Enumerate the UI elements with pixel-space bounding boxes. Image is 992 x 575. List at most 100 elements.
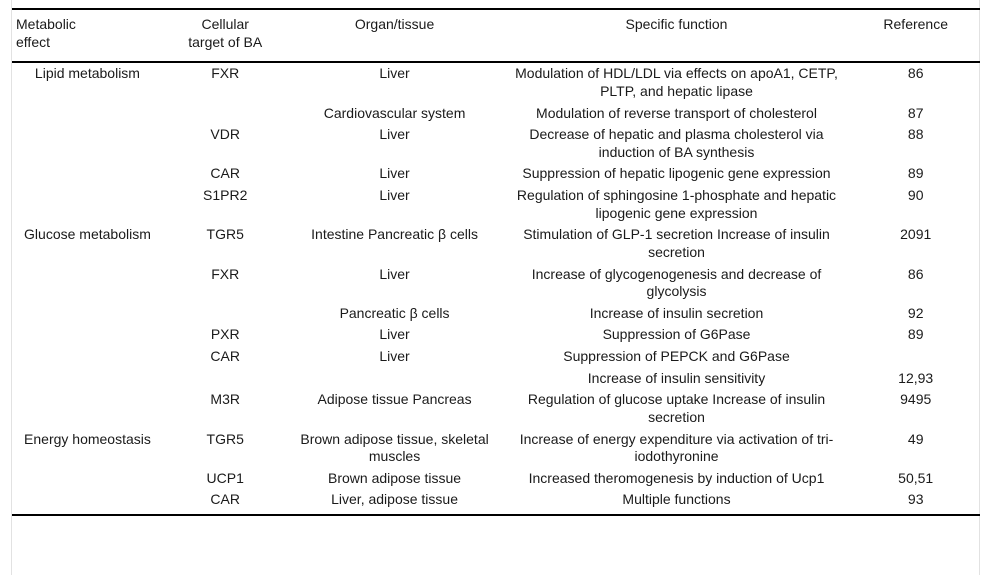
table-row: VDR Liver Decrease of hepatic and plasma c… — [12, 124, 980, 163]
cell-cellular-target — [163, 303, 288, 325]
column-header-reference: Reference — [851, 7, 980, 64]
cell-organ-tissue: Brown adipose tissue — [328, 469, 462, 486]
cell-specific-function: Stimulation of GLP-1 secretion Increase … — [523, 226, 830, 260]
cell-reference: 12,93 — [898, 369, 934, 386]
cell-specific-function: Increase of insulin secretion — [589, 304, 764, 321]
cell-specific-function: Suppression of PEPCK and G6Pase — [563, 348, 790, 364]
cell-specific-function: Regulation of glucose uptake Increase of… — [527, 391, 826, 425]
table-row: CAR Liver Suppression of PEPCK and G6Pase — [12, 346, 980, 368]
table-row: Increase of insulin sensitivity 12,93 — [12, 368, 980, 390]
cell-cellular-target: VDR — [210, 126, 240, 143]
cell-metabolic-effect — [12, 468, 163, 490]
column-header-cellular-target: Cellular target of BA — [162, 7, 288, 64]
cell-cellular-target — [163, 103, 288, 125]
cell-specific-function: Modulation of reverse transport of chole… — [536, 104, 817, 121]
cell-cellular-target: TGR5 — [206, 430, 244, 447]
cell-cellular-target: PXR — [210, 326, 240, 343]
cell-metabolic-effect — [12, 346, 163, 368]
cell-metabolic-effect — [12, 303, 163, 325]
cell-metabolic-effect — [12, 124, 163, 163]
cell-specific-function: Modulation of HDL/LDL via effects on apo… — [515, 65, 838, 99]
cell-metabolic-effect — [12, 368, 163, 390]
cell-specific-function: Increase of insulin sensitivity — [587, 369, 766, 386]
cell-organ-tissue — [288, 368, 502, 390]
cell-reference: 92 — [907, 304, 924, 321]
cell-reference: 87 — [907, 104, 924, 121]
column-header-organ-tissue: Organ/tissue — [287, 7, 502, 64]
cell-cellular-target: UCP1 — [206, 469, 244, 486]
cell-reference — [851, 346, 980, 368]
cell-cellular-target: S1PR2 — [203, 187, 248, 203]
cell-metabolic-effect: Glucose metabolism — [24, 226, 151, 243]
cell-cellular-target: FXR — [211, 65, 240, 82]
cell-organ-tissue: Liver, adipose tissue — [287, 489, 502, 516]
table-row: Lipid metabolism FXR Liver Modulation of HD… — [12, 62, 980, 102]
cell-specific-function: Multiple functions — [501, 489, 852, 516]
table-row: Pancreatic β cells Increase of insulin se… — [12, 303, 980, 325]
column-header-cellular-target-line2: target of BA — [188, 33, 263, 50]
table-row: Glucose metabolism TGR5 Intestine Pancreat… — [12, 224, 980, 263]
cell-specific-function: Suppression of G6Pase — [602, 326, 751, 343]
cell-organ-tissue: Liver — [379, 165, 410, 182]
cell-cellular-target: CAR — [162, 489, 288, 516]
cell-specific-function: Increase of energy expenditure via activ… — [519, 430, 834, 465]
cell-organ-tissue: Adipose tissue Pancreas — [317, 391, 472, 408]
cell-organ-tissue: Cardiovascular system — [323, 104, 466, 121]
column-header-specific-function-line1: Specific function — [625, 16, 728, 32]
cell-metabolic-effect — [12, 489, 163, 516]
cell-organ-tissue: Brown adipose tissue, skeletal muscles — [300, 430, 489, 465]
column-header-organ-tissue-line1: Organ/tissue — [354, 16, 435, 32]
cell-reference: 88 — [907, 126, 924, 143]
table-row: S1PR2 Liver Regulation of sphingosine 1-ph… — [12, 185, 980, 224]
cell-cellular-target: TGR5 — [206, 226, 244, 243]
table-row: CAR Liver Suppression of hepatic lipogenic… — [12, 163, 980, 185]
cell-organ-tissue: Liver — [379, 265, 410, 282]
cell-specific-function: Suppression of hepatic lipogenic gene ex… — [522, 165, 831, 182]
cell-specific-function: Decrease of hepatic and plasma cholester… — [529, 126, 824, 160]
column-header-metabolic-effect-line2: effect — [16, 33, 50, 50]
column-header-metabolic-effect-line1: Metabolic — [16, 16, 76, 32]
cell-organ-tissue: Liver — [379, 126, 410, 143]
cell-metabolic-effect — [12, 163, 163, 185]
cell-reference: 93 — [851, 489, 980, 516]
cell-organ-tissue: Liver — [379, 326, 410, 343]
table-header: Metabolic effect Cellular target of BA O… — [12, 7, 980, 64]
cell-reference: 50,51 — [898, 469, 934, 486]
table-body: Lipid metabolism FXR Liver Modulation of HD… — [12, 62, 980, 516]
cell-cellular-target: CAR — [210, 348, 240, 364]
cell-reference: 9495 — [900, 391, 932, 408]
column-header-cellular-target-line1: Cellular — [201, 16, 249, 32]
cell-reference: 90 — [907, 187, 924, 203]
table-row: UCP1 Brown adipose tissue Increased therom… — [12, 468, 980, 490]
cell-metabolic-effect — [12, 389, 163, 428]
cell-metabolic-effect — [12, 103, 163, 125]
cell-organ-tissue: Liver — [379, 65, 410, 82]
cell-organ-tissue: Liver — [379, 187, 410, 203]
cell-cellular-target: CAR — [210, 165, 240, 182]
cell-reference: 86 — [907, 265, 924, 282]
column-header-specific-function: Specific function — [501, 7, 852, 64]
metabolic-effects-table: Metabolic effect Cellular target of BA O… — [12, 7, 980, 516]
cell-metabolic-effect — [12, 264, 163, 303]
cell-reference: 49 — [907, 430, 924, 447]
cell-metabolic-effect — [12, 324, 163, 346]
table-header-row: Metabolic effect Cellular target of BA O… — [12, 7, 980, 64]
cell-organ-tissue: Liver — [379, 348, 410, 364]
cell-reference: 89 — [907, 165, 924, 182]
cell-metabolic-effect — [12, 185, 163, 224]
cell-specific-function: Increased theromogenesis by induction of… — [528, 469, 825, 486]
cell-organ-tissue: Intestine Pancreatic β cells — [311, 226, 478, 243]
column-header-reference-line1: Reference — [883, 16, 948, 32]
cell-specific-function: Regulation of sphingosine 1-phosphate an… — [516, 187, 837, 221]
table-row: Cardiovascular system Modulation of rever… — [12, 103, 980, 125]
column-header-metabolic-effect: Metabolic effect — [12, 7, 163, 64]
cell-metabolic-effect: Lipid metabolism — [34, 65, 140, 82]
cell-organ-tissue: Pancreatic β cells — [339, 304, 450, 321]
cell-reference: 2091 — [900, 226, 932, 243]
